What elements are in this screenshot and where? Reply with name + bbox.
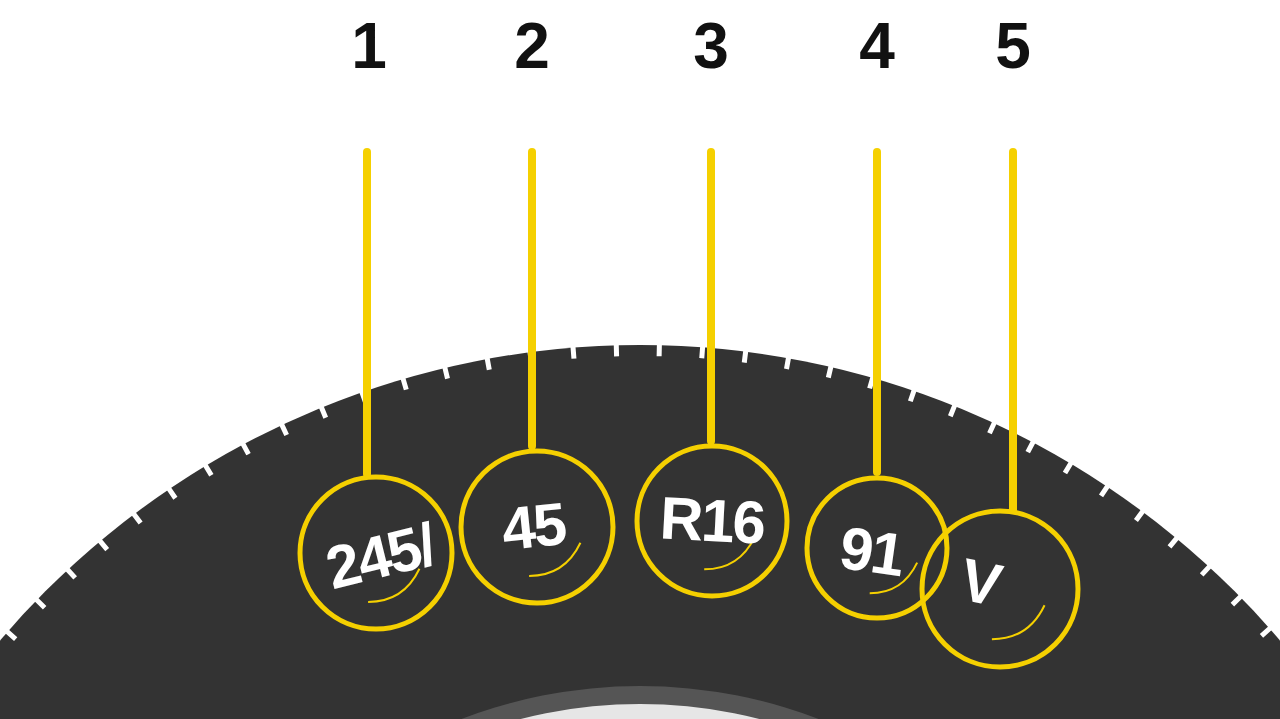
- marking-circle: R16: [634, 443, 790, 599]
- swirl-mark: [992, 605, 1045, 639]
- circle-ring: [461, 451, 613, 603]
- circle-outline: [919, 508, 1081, 670]
- rim: [158, 704, 1122, 719]
- leader-line: [873, 152, 881, 472]
- tire-marking: 91: [836, 518, 906, 586]
- circle-ring: [300, 477, 452, 629]
- tire-marking: 245/: [320, 515, 440, 600]
- callout-number: 2: [514, 14, 550, 78]
- tire-marking: V: [955, 550, 1005, 617]
- leader-line: [363, 152, 371, 474]
- callout-number: 1: [351, 14, 387, 78]
- callout-number: 4: [859, 14, 895, 78]
- marking-circle: 245/: [297, 474, 455, 632]
- tread-notches: [0, 350, 1280, 719]
- leader-lines: [367, 152, 1013, 510]
- marking-circle: 91: [804, 475, 950, 621]
- marking-circle: V: [919, 508, 1081, 670]
- tire-marking: R16: [658, 488, 765, 553]
- marking-circle: 45: [458, 448, 616, 606]
- circle-ring: [637, 446, 787, 596]
- tire-sidewall: [0, 345, 1280, 719]
- rim-edge: [140, 686, 1140, 719]
- callout-number: 5: [995, 14, 1031, 78]
- leader-line: [707, 152, 715, 441]
- tire-marking: 45: [499, 494, 568, 560]
- circle-ring: [922, 511, 1078, 667]
- circle-ring: [807, 478, 947, 618]
- leader-line: [528, 152, 536, 446]
- leader-line: [1009, 152, 1017, 510]
- callout-number: 3: [693, 14, 729, 78]
